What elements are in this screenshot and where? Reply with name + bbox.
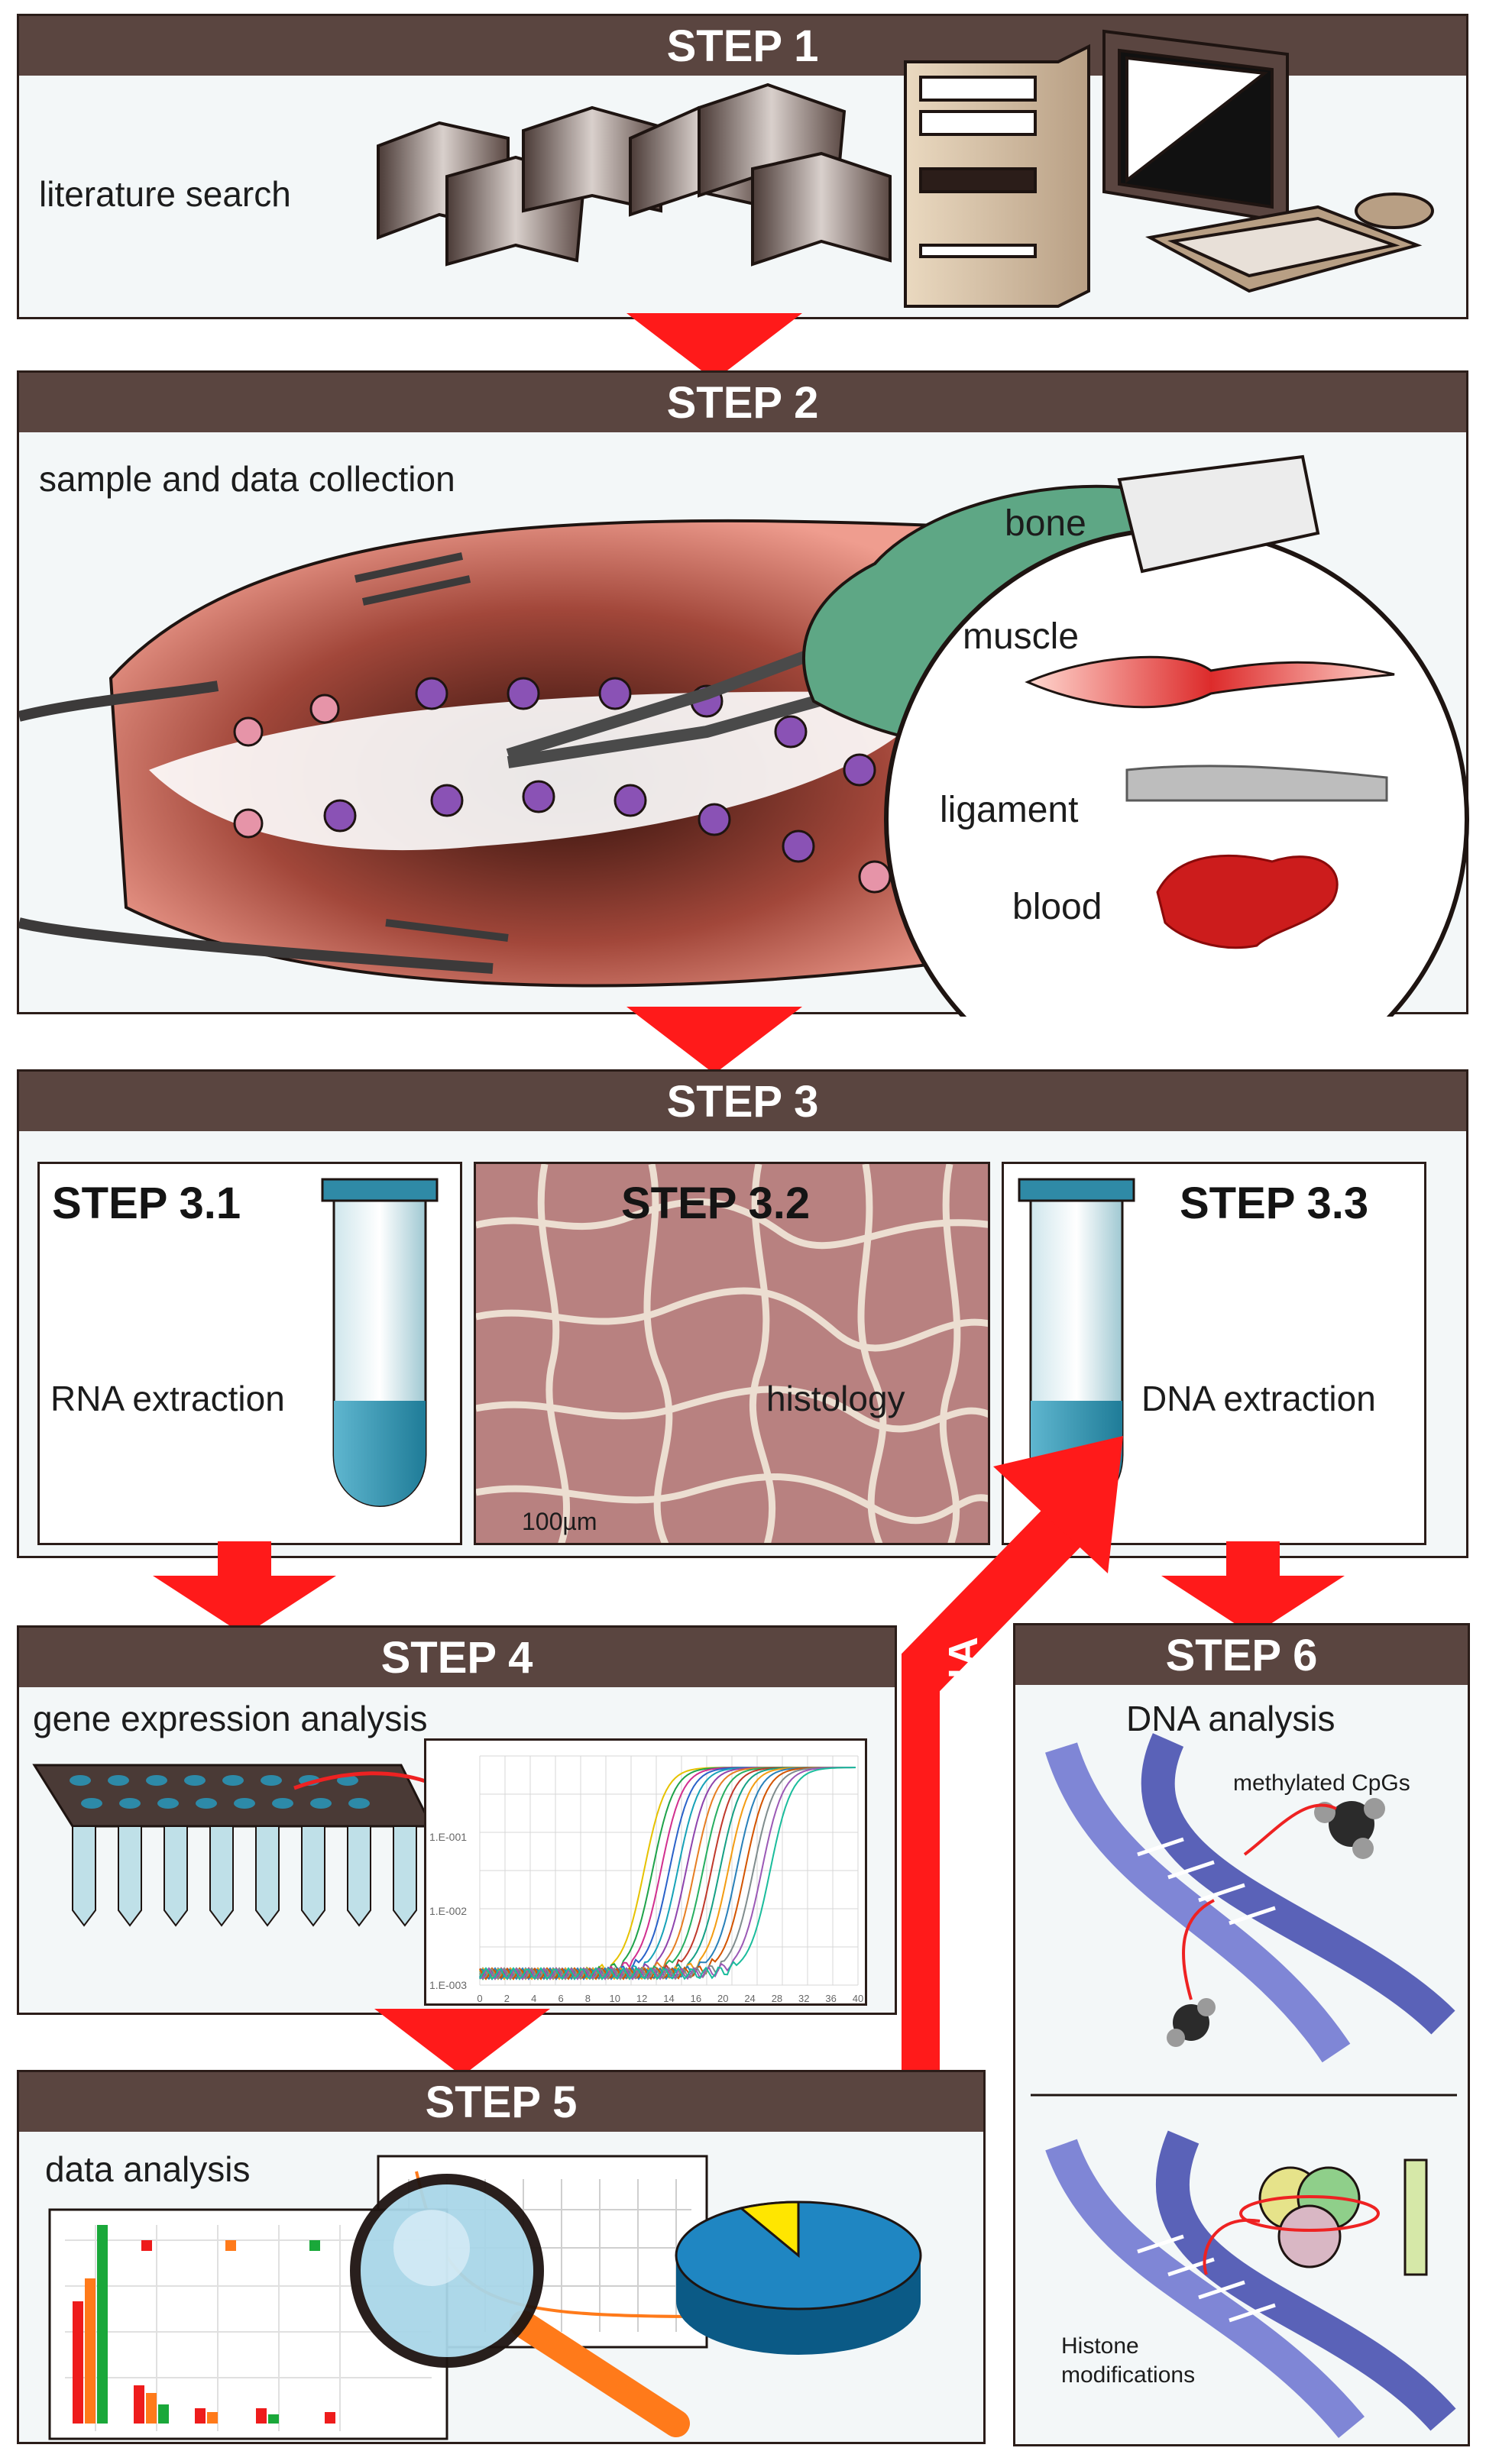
pie-chart-icon [675,2200,922,2355]
step6-panel: STEP 6 DNA analysis methylated CpGs H [1013,1623,1470,2446]
methyl-group-icon [1167,1798,1385,2047]
step4-title: STEP 4 [19,1628,895,1687]
xtick-label: 28 [772,1993,782,2004]
arrow-step4-to-step5 [374,2009,550,2076]
tissue-label-ligament: ligament [940,790,1079,830]
books-icon [377,82,892,267]
dna-helix-illustration [1031,1733,1457,2438]
amplification-curve [479,1767,856,1981]
step5-title: STEP 5 [19,2072,983,2132]
xtick-label: 4 [531,1993,536,2004]
arrow-step2-to-step3 [626,1007,802,1074]
xtick-label: 24 [744,1993,755,2004]
xtick-label: 40 [853,1993,863,2004]
methylated-cpgs-label: methylated CpGs [1233,1770,1410,1796]
histone-modifications-label: Histone modifications [1061,2333,1196,2388]
pcr-plate-icon [32,1764,526,1927]
xtick-label: 16 [691,1993,701,2004]
muscle-icon [1025,655,1395,709]
step4-label: gene expression analysis [33,1699,428,1738]
step5-label: data analysis [45,2149,251,2189]
back-to-dna-arrow [902,1436,1123,2085]
step3-3-label: DNA extraction [1141,1379,1376,1418]
xtick-label: 20 [717,1993,728,2004]
step3-title: STEP 3 [19,1072,1466,1131]
step3-1-box: STEP 3.1 RNA extraction [37,1162,462,1545]
arrow-step3-to-step4 [153,1541,336,1635]
step3-1-label: RNA extraction [50,1379,285,1418]
xtick-label: 0 [477,1993,482,2004]
step3-2-label: histology [766,1379,905,1418]
step2-panel: STEP 2 sample and data collection bone [17,370,1469,1017]
tissue-label-muscle: muscle [963,616,1080,657]
nucleosome-icon [1239,2158,1428,2276]
ligament-icon [1125,765,1388,802]
data-analysis-illustration [48,2155,922,2440]
surgery-illustration [19,454,1469,1017]
computer-tower-icon [904,44,1090,308]
retractor-icon [19,552,509,974]
xtick-label: 12 [636,1993,647,2004]
xtick-label: 6 [558,1993,563,2004]
back-to-dna-label: BACK TO DNA [940,1635,986,1940]
bone-icon [1117,454,1320,574]
step6-title: STEP 6 [1015,1625,1468,1685]
monitor-icon [1102,29,1434,293]
forceps-icon [506,642,847,768]
histology-image [476,1164,988,1543]
xtick-label: 2 [504,1993,510,2004]
xtick-label: 36 [825,1993,836,2004]
scale-bar-label: 100µm [522,1508,597,1535]
magnifying-glass-icon [350,2174,690,2437]
step5-panel: STEP 5 data analysis [17,2070,986,2444]
tissue-label-blood: blood [1012,887,1102,927]
step1-panel: STEP 1 literature search [17,14,1468,319]
step3-2-box: STEP 3.2 histology 100µm [474,1162,990,1545]
xtick-label: 32 [798,1993,809,2004]
step3-1-title: STEP 3.1 [52,1179,241,1228]
dna-helix-icon [1045,1733,1456,2438]
step1-illustration [377,29,1434,308]
blood-icon [1156,854,1339,949]
bar-chart-icon [73,2225,335,2424]
step2-label: sample and data collection [39,459,455,499]
step2-title: STEP 2 [19,373,1466,432]
ytick-3: 1.E-003 [429,1979,468,1991]
rna-tube-icon [321,1178,439,1507]
step3-panel: STEP 3 STEP 3.1 RNA extraction [17,1069,1468,1558]
arrow-step1-to-step2 [626,313,802,380]
step3-2-title: STEP 3.2 [621,1179,811,1228]
xtick-label: 10 [610,1993,620,2004]
xtick-label: 8 [585,1993,591,2004]
ytick-1: 1.E-001 [429,1831,468,1843]
arrow-step3-to-step6 [1161,1541,1345,1635]
vertebrae-icon [233,677,892,894]
step1-label: literature search [39,174,291,214]
tissue-label-bone: bone [1005,503,1086,544]
xtick-label: 14 [663,1993,674,2004]
step6-label: DNA analysis [1126,1699,1335,1738]
step3-3-title: STEP 3.3 [1180,1179,1369,1228]
ytick-2: 1.E-002 [429,1905,468,1917]
